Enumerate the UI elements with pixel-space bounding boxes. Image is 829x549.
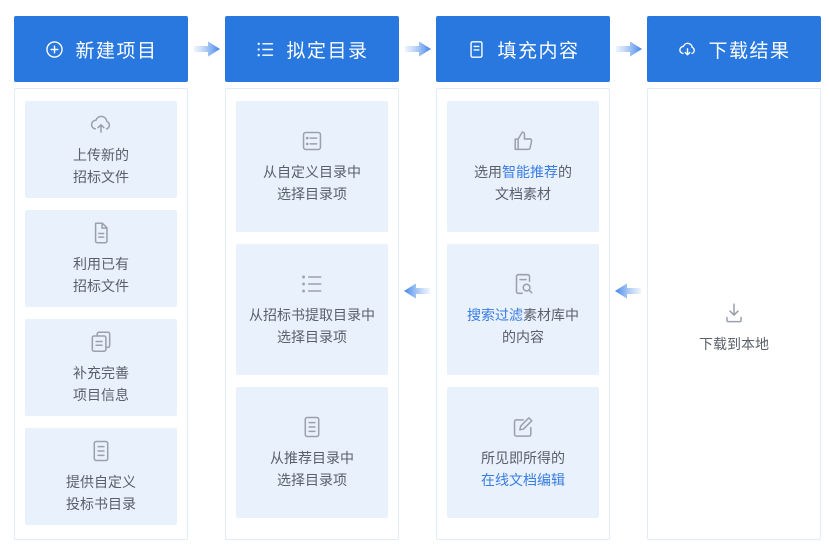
card-text: 项目信息 (73, 387, 129, 403)
card-smart-recommend-material: 选用智能推荐的 文档素材 (447, 101, 599, 232)
flow-arrow-left-icon (401, 280, 433, 302)
card-text: 从推荐目录中 (270, 450, 354, 466)
step-body-download-result: 下载到本地 (647, 88, 821, 540)
step-title: 填充内容 (497, 40, 580, 62)
card-text-segment-highlight: 智能推荐 (502, 164, 558, 180)
file-list-icon (299, 414, 325, 440)
card-text: 从自定义目录中 (263, 164, 361, 180)
card-text: 文档素材 (495, 186, 551, 202)
card-text: 上传新的 (73, 147, 129, 163)
card-text-segment: 选用 (474, 164, 502, 180)
list-icon (299, 271, 325, 297)
card-provide-custom-bid-toc: 提供自定义 投标书目录 (25, 428, 177, 525)
card-text: 招标文件 (73, 169, 129, 185)
card-text: 选用智能推荐的 (474, 161, 572, 183)
thumbs-up-icon (510, 128, 536, 154)
file-list-icon (88, 438, 114, 464)
card-text-segment: 素材库中 (523, 307, 579, 323)
card-use-existing-bid-file: 利用已有 招标文件 (25, 210, 177, 307)
card-upload-new-bid-file: 上传新的 招标文件 (25, 101, 177, 198)
step-title: 下载结果 (708, 40, 791, 62)
file-icon (88, 220, 114, 246)
step-title: 拟定目录 (286, 40, 369, 62)
cloud-download-icon (677, 39, 698, 60)
card-text: 利用已有 (73, 256, 129, 272)
list-box-icon (299, 128, 325, 154)
card-select-from-extracted-toc: 从招标书提取目录中 选择目录项 (236, 244, 388, 375)
card-text-highlight: 在线文档编辑 (481, 472, 565, 488)
card-search-filter-material: 搜索过滤素材库中 的内容 (447, 244, 599, 375)
step-header-fill-content: 填充内容 (436, 16, 610, 82)
card-text: 从招标书提取目录中 (249, 307, 375, 323)
card-text: 提供自定义 (66, 474, 136, 490)
card-text: 投标书目录 (66, 496, 136, 512)
step-body-new-project: 上传新的 招标文件 利用已有 招标文件 补充完善 项目信息 (14, 88, 188, 540)
flow-arrow-right-icon (402, 38, 434, 60)
card-select-from-recommended-toc: 从推荐目录中 选择目录项 (236, 387, 388, 518)
step-header-download-result: 下载结果 (647, 16, 821, 82)
card-text: 补充完善 (73, 365, 129, 381)
step-column-download-result: 下载结果 下载到本地 (647, 16, 821, 540)
step-header-new-project: 新建项目 (14, 16, 188, 82)
step-column-draft-toc: 拟定目录 从自定义目录中 选择目录项 从招标书提取目录中 选择目录项 (225, 16, 399, 540)
step-column-new-project: 新建项目 上传新的 招标文件 利用已有 招标文件 (14, 16, 188, 540)
file-copy-icon (88, 329, 114, 355)
step-title: 新建项目 (75, 40, 158, 62)
card-text: 搜索过滤素材库中 (467, 304, 579, 326)
document-icon (466, 39, 487, 60)
plus-circle-icon (44, 39, 65, 60)
flow-arrow-left-icon (612, 280, 644, 302)
card-text: 所见即所得的 (481, 450, 565, 466)
flow-arrow-right-icon (191, 38, 223, 60)
step-header-draft-toc: 拟定目录 (225, 16, 399, 82)
card-text: 招标文件 (73, 278, 129, 294)
edit-icon (510, 414, 536, 440)
step-column-fill-content: 填充内容 选用智能推荐的 文档素材 搜索过滤素材库中 的内容 (436, 16, 610, 540)
card-text-segment: 的 (558, 164, 572, 180)
step-body-fill-content: 选用智能推荐的 文档素材 搜索过滤素材库中 的内容 所见即所得的 在线文档编辑 (436, 88, 610, 540)
card-text: 下载到本地 (699, 335, 769, 352)
card-text: 选择目录项 (277, 329, 347, 345)
file-search-icon (510, 271, 536, 297)
card-online-doc-edit: 所见即所得的 在线文档编辑 (447, 387, 599, 518)
flow-arrow-right-icon (613, 38, 645, 60)
card-select-from-custom-toc: 从自定义目录中 选择目录项 (236, 101, 388, 232)
card-text: 选择目录项 (277, 186, 347, 202)
list-icon (255, 39, 276, 60)
download-icon (721, 300, 747, 326)
card-complete-project-info: 补充完善 项目信息 (25, 319, 177, 416)
card-text-segment-highlight: 搜索过滤 (467, 307, 523, 323)
step-body-draft-toc: 从自定义目录中 选择目录项 从招标书提取目录中 选择目录项 从推荐目录中 选择目… (225, 88, 399, 540)
download-local-item: 下载到本地 (699, 300, 769, 355)
card-text: 选择目录项 (277, 472, 347, 488)
cloud-upload-icon (88, 111, 114, 137)
card-text: 的内容 (502, 329, 544, 345)
